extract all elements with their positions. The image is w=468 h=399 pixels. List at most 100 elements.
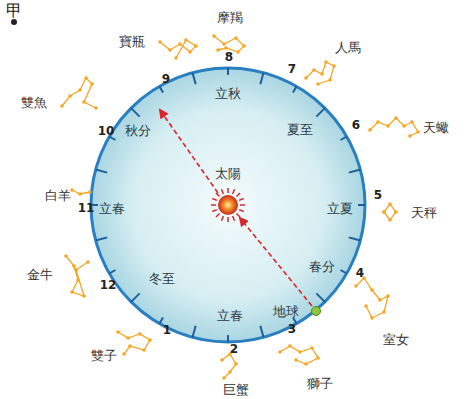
tick-marks (91, 68, 365, 342)
star-dot (368, 128, 372, 132)
star-dot (222, 376, 226, 380)
star-dot (234, 362, 238, 366)
constellation-name: 獅子 (307, 377, 333, 391)
tick-mark (316, 293, 324, 301)
constellation-figures (62, 36, 418, 378)
star-dot (316, 356, 320, 360)
tick-mark (349, 237, 361, 240)
star-dot (90, 82, 94, 86)
sun-ray (211, 204, 216, 206)
star-dot (364, 304, 368, 308)
star-dot (242, 44, 246, 48)
star-dot (224, 46, 228, 50)
tick-mark (293, 86, 297, 92)
star-dot (382, 210, 386, 214)
sun-ray (216, 213, 220, 217)
star-dot (212, 34, 216, 38)
star-dot (74, 268, 78, 272)
tick-mark (131, 108, 139, 116)
star-dot (402, 124, 406, 128)
star-dot (370, 316, 374, 320)
star-dot (386, 124, 390, 128)
star-dot (184, 38, 188, 42)
star-dot (394, 116, 398, 120)
sun-label: 太陽 (215, 167, 241, 181)
star-dot (294, 358, 298, 362)
star-dot (388, 218, 392, 222)
earth-label: 地球 (273, 305, 299, 319)
star-dot (72, 264, 76, 268)
star-dot (82, 100, 86, 104)
star-dot (316, 82, 320, 86)
star-dot (64, 254, 68, 258)
season-label: 立夏 (327, 202, 353, 216)
star-dot (378, 298, 382, 302)
star-dot (116, 330, 120, 334)
tick-mark (358, 204, 365, 206)
sun-ray (233, 189, 235, 194)
constellation-name: 寶瓶 (119, 35, 145, 49)
star-dot (376, 120, 380, 124)
star-dot (304, 362, 308, 366)
sun-direction-arrow (160, 110, 218, 193)
star-dot (82, 294, 86, 298)
tick-mark (227, 68, 229, 75)
tick-mark (341, 270, 347, 274)
sun-ray (216, 193, 220, 197)
star-dot (88, 190, 92, 194)
star-dot (332, 64, 336, 68)
month-number: 2 (230, 343, 238, 356)
constellation-name: 摩羯 (217, 11, 243, 25)
star-dot (68, 94, 72, 98)
star-dot (288, 344, 292, 348)
star-dot (148, 338, 152, 342)
month-number: 12 (100, 279, 117, 292)
star-dot (158, 40, 162, 44)
star-dot (236, 50, 240, 54)
tick-mark (341, 137, 347, 141)
month-number: 9 (162, 73, 170, 86)
star-dot (382, 310, 386, 314)
star-dot (60, 104, 64, 108)
sun-ray (239, 198, 244, 200)
star-dot (234, 36, 238, 40)
star-dot (86, 260, 90, 264)
bullet-dot (11, 19, 17, 25)
month-number: 6 (352, 119, 360, 132)
star-dot (76, 278, 80, 282)
star-dot (178, 42, 182, 46)
star-dot (382, 210, 386, 214)
star-dot (122, 352, 126, 356)
star-dot (388, 202, 392, 206)
constellation-name: 天蠍 (423, 121, 449, 135)
tick-mark (193, 326, 196, 338)
month-number: 4 (356, 267, 364, 280)
star-dot (128, 344, 132, 348)
season-label: 夏至 (287, 123, 313, 137)
tick-mark (260, 73, 263, 85)
month-number: 3 (288, 323, 296, 336)
star-dot (142, 348, 146, 352)
sun-ray (236, 193, 240, 197)
star-dot (138, 332, 142, 336)
tick-mark (109, 270, 115, 274)
star-dot (168, 48, 172, 52)
star-dot (408, 134, 412, 138)
tick-mark (260, 326, 263, 338)
tick-mark (96, 170, 108, 173)
orbit-circle (91, 68, 365, 342)
month-number: 10 (98, 125, 115, 138)
star-dot (78, 88, 82, 92)
star-dot (222, 42, 226, 46)
tick-mark (227, 335, 229, 342)
month-number: 5 (374, 189, 382, 202)
star-dot (304, 76, 308, 80)
constellation-name: 雙子 (91, 349, 117, 363)
sun-ray (233, 216, 235, 221)
star-dot (410, 120, 414, 124)
star-dot (416, 130, 420, 134)
constellation-name: 雙魚 (21, 96, 47, 110)
tick-mark (349, 170, 361, 173)
month-number: 8 (225, 51, 233, 64)
